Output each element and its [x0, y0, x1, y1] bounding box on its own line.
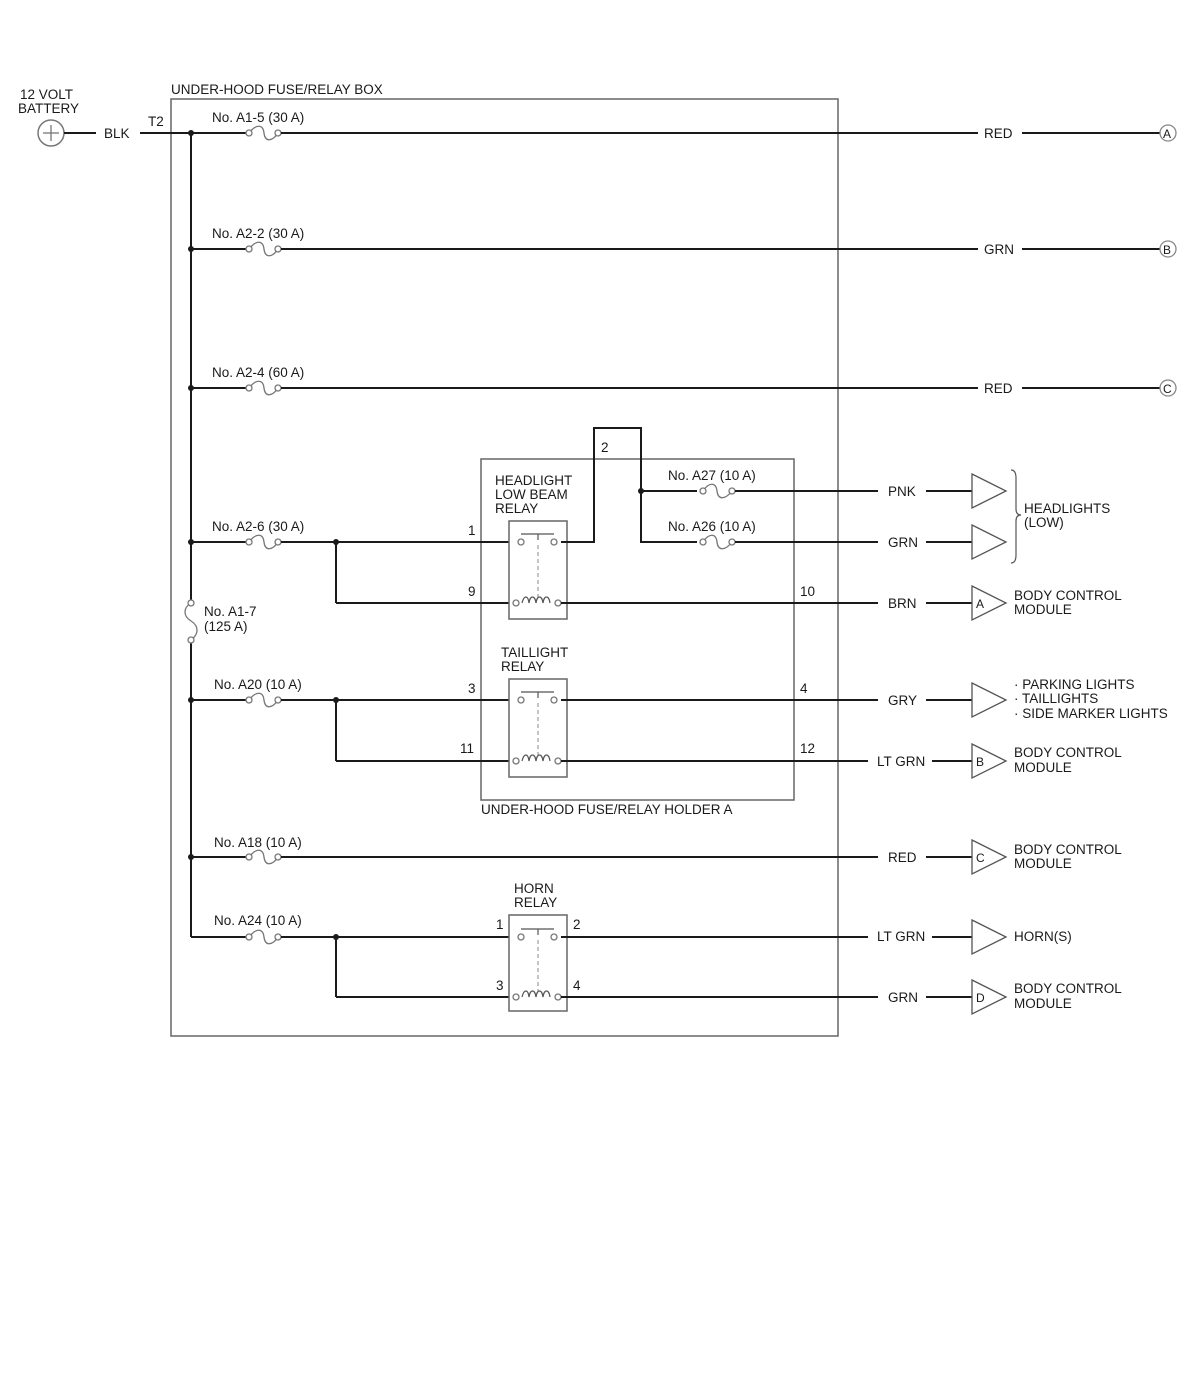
taillight-relay [508, 678, 568, 778]
fuse-a1-7-label-line2: (125 A) [204, 619, 248, 634]
wire-color-c: RED [984, 381, 1013, 396]
taillight-relay-label-line2: RELAY [501, 659, 544, 674]
taillight-relay-label-line1: TAILLIGHT [501, 645, 568, 660]
bcm-b-label-line1: BODY CONTROL [1014, 745, 1122, 760]
fuse-a18-label: No. A18 (10 A) [214, 835, 302, 850]
tl-pin-4: 4 [800, 681, 808, 696]
fuse-a2-2-label: No. A2-2 (30 A) [212, 226, 304, 241]
hr-pin-1: 1 [496, 917, 504, 932]
hl-pin-9: 9 [468, 584, 476, 599]
bcm-connector-d [971, 978, 1008, 1016]
bcm-pin-b: B [976, 755, 984, 769]
wire-color-brn: BRN [888, 596, 917, 611]
fuse-a26-symbol [699, 534, 736, 550]
tl-pin-3: 3 [468, 681, 476, 696]
horns-label: HORN(S) [1014, 929, 1072, 944]
lights-label-2: · TAILLIGHTS [1014, 691, 1098, 706]
fuse-a24-symbol [245, 929, 282, 945]
bcm-c-label-line2: MODULE [1014, 856, 1072, 871]
fuse-a2-6-label: No. A2-6 (30 A) [212, 519, 304, 534]
fuse-a27-symbol [699, 483, 736, 499]
bcm-d-label-line1: BODY CONTROL [1014, 981, 1122, 996]
bcm-pin-c: C [976, 851, 985, 865]
horn-connector [971, 918, 1008, 956]
fuse-a24-label: No. A24 (10 A) [214, 913, 302, 928]
fuse-a26-label: No. A26 (10 A) [668, 519, 756, 534]
connector-b-label: B [1163, 243, 1171, 257]
battery-label-line1: 12 VOLT [20, 87, 73, 102]
headlight-relay-label-line1: HEADLIGHT [495, 473, 572, 488]
wire-color-lt-grn-bcm: LT GRN [877, 754, 925, 769]
battery-wire-color: BLK [104, 126, 130, 141]
fuse-a2-4-symbol [245, 380, 282, 396]
headlight-left-connector [971, 472, 1008, 510]
headlight-relay-label-line2: LOW BEAM [495, 487, 568, 502]
fuse-a1-7-label-line1: No. A1-7 [204, 604, 257, 619]
fuse-a20-symbol [245, 692, 282, 708]
wire-color-grn-low: GRN [888, 535, 918, 550]
bcm-connector-b [971, 742, 1008, 780]
headlight-low-beam-relay [508, 520, 568, 620]
bcm-connector-c [971, 838, 1008, 876]
fuse-a2-4-label: No. A2-4 (60 A) [212, 365, 304, 380]
fuse-a1-5-symbol [245, 125, 282, 141]
hr-pin-2: 2 [573, 917, 581, 932]
fuse-a2-2-symbol [245, 241, 282, 257]
bcm-c-label-line1: BODY CONTROL [1014, 842, 1122, 857]
connector-a-label: A [1163, 127, 1171, 141]
hr-pin-3: 3 [496, 978, 504, 993]
wire-color-red-bcm: RED [888, 850, 917, 865]
wire-color-lt-grn-horn: LT GRN [877, 929, 925, 944]
wire-color-gry: GRY [888, 693, 917, 708]
bcm-a-label-line1: BODY CONTROL [1014, 588, 1122, 603]
wire-color-a: RED [984, 126, 1013, 141]
connector-a-symbol [1159, 124, 1177, 142]
headlight-relay-label-line3: RELAY [495, 501, 538, 516]
bcm-d-label-line2: MODULE [1014, 996, 1072, 1011]
fuse-a1-5-label: No. A1-5 (30 A) [212, 110, 304, 125]
wire-hl-output-loop [561, 427, 697, 543]
horn-relay-label-line2: RELAY [514, 895, 557, 910]
battery-terminal: T2 [148, 114, 164, 129]
horn-relay-label-line1: HORN [514, 881, 554, 896]
fuse-a18-symbol [245, 849, 282, 865]
wire-color-pnk: PNK [888, 484, 916, 499]
bcm-pin-d: D [976, 991, 985, 1005]
hl-pin-10: 10 [800, 584, 815, 599]
fuse-a27-label: No. A27 (10 A) [668, 468, 756, 483]
hl-pin-2: 2 [601, 440, 609, 455]
bcm-b-label-line2: MODULE [1014, 760, 1072, 775]
connector-c-label: C [1163, 382, 1172, 396]
battery-label-line2: BATTERY [18, 101, 79, 116]
fuse-a1-7-symbol [184, 602, 198, 641]
lights-label-1: · PARKING LIGHTS [1014, 677, 1135, 692]
headlights-bracket [1010, 469, 1022, 564]
connector-c-symbol [1159, 379, 1177, 397]
relay-holder-a-title: UNDER-HOOD FUSE/RELAY HOLDER A [481, 802, 733, 817]
headlights-label-line1: HEADLIGHTS [1024, 501, 1110, 516]
wire-color-grn-bcm: GRN [888, 990, 918, 1005]
relay-holder-a [480, 458, 795, 801]
fuse-a2-6-symbol [245, 534, 282, 550]
lights-label-3: · SIDE MARKER LIGHTS [1014, 706, 1168, 721]
hl-pin-1: 1 [468, 523, 476, 538]
fuse-relay-box [170, 98, 839, 1037]
wire-color-b: GRN [984, 242, 1014, 257]
hr-pin-4: 4 [573, 978, 581, 993]
battery-symbol [37, 119, 65, 147]
headlight-right-connector [971, 523, 1008, 561]
bcm-pin-a: A [976, 597, 984, 611]
connector-b-symbol [1159, 240, 1177, 258]
fuse-a20-label: No. A20 (10 A) [214, 677, 302, 692]
lights-connector [971, 681, 1008, 719]
headlights-label-line2: (LOW) [1024, 515, 1064, 530]
tl-pin-11: 11 [460, 741, 474, 756]
tl-pin-12: 12 [800, 741, 815, 756]
fuse-relay-box-title: UNDER-HOOD FUSE/RELAY BOX [171, 82, 383, 97]
horn-relay [508, 914, 568, 1012]
bcm-a-label-line2: MODULE [1014, 602, 1072, 617]
bcm-connector-a [971, 584, 1008, 622]
